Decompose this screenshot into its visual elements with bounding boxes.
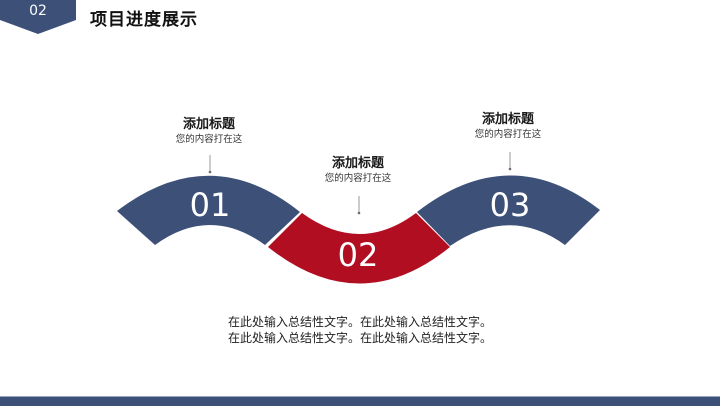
summary-text: 在此处输入总结性文字。在此处输入总结性文字。 在此处输入总结性文字。在此处输入总… xyxy=(180,314,540,346)
connector-1 xyxy=(208,155,212,174)
step-2-arc-shape[interactable] xyxy=(268,213,450,284)
connector-3 xyxy=(508,152,512,171)
step-3-label: 添加标题 您的内容打在这 xyxy=(438,112,578,141)
step-1-number: 01 xyxy=(189,186,231,224)
step-2-number: 02 xyxy=(337,236,379,274)
footer-bar xyxy=(0,396,720,406)
badge-pentagon-shape xyxy=(0,0,76,34)
section-number: 02 xyxy=(29,3,47,19)
step-3-number: 03 xyxy=(489,186,531,224)
step-2-subtitle: 您的内容打在这 xyxy=(324,173,392,184)
step-1-title: 添加标题 xyxy=(182,117,235,132)
step-2-title: 添加标题 xyxy=(331,156,384,171)
step-3-title: 添加标题 xyxy=(481,112,534,127)
page-title: 项目进度展示 xyxy=(90,10,198,30)
step-3-arc-shape[interactable] xyxy=(417,175,600,246)
step-1-subtitle: 您的内容打在这 xyxy=(175,134,243,145)
summary-line-2: 在此处输入总结性文字。在此处输入总结性文字。 xyxy=(227,331,492,345)
step-2-label: 添加标题 您的内容打在这 xyxy=(288,156,428,185)
section-badge: 02 xyxy=(0,0,76,34)
step-1-label: 添加标题 您的内容打在这 xyxy=(139,117,279,146)
connector-2 xyxy=(357,196,361,215)
step-3-subtitle: 您的内容打在这 xyxy=(474,129,542,140)
step-1-arc-shape[interactable] xyxy=(117,175,300,245)
summary-line-1: 在此处输入总结性文字。在此处输入总结性文字。 xyxy=(227,315,492,329)
